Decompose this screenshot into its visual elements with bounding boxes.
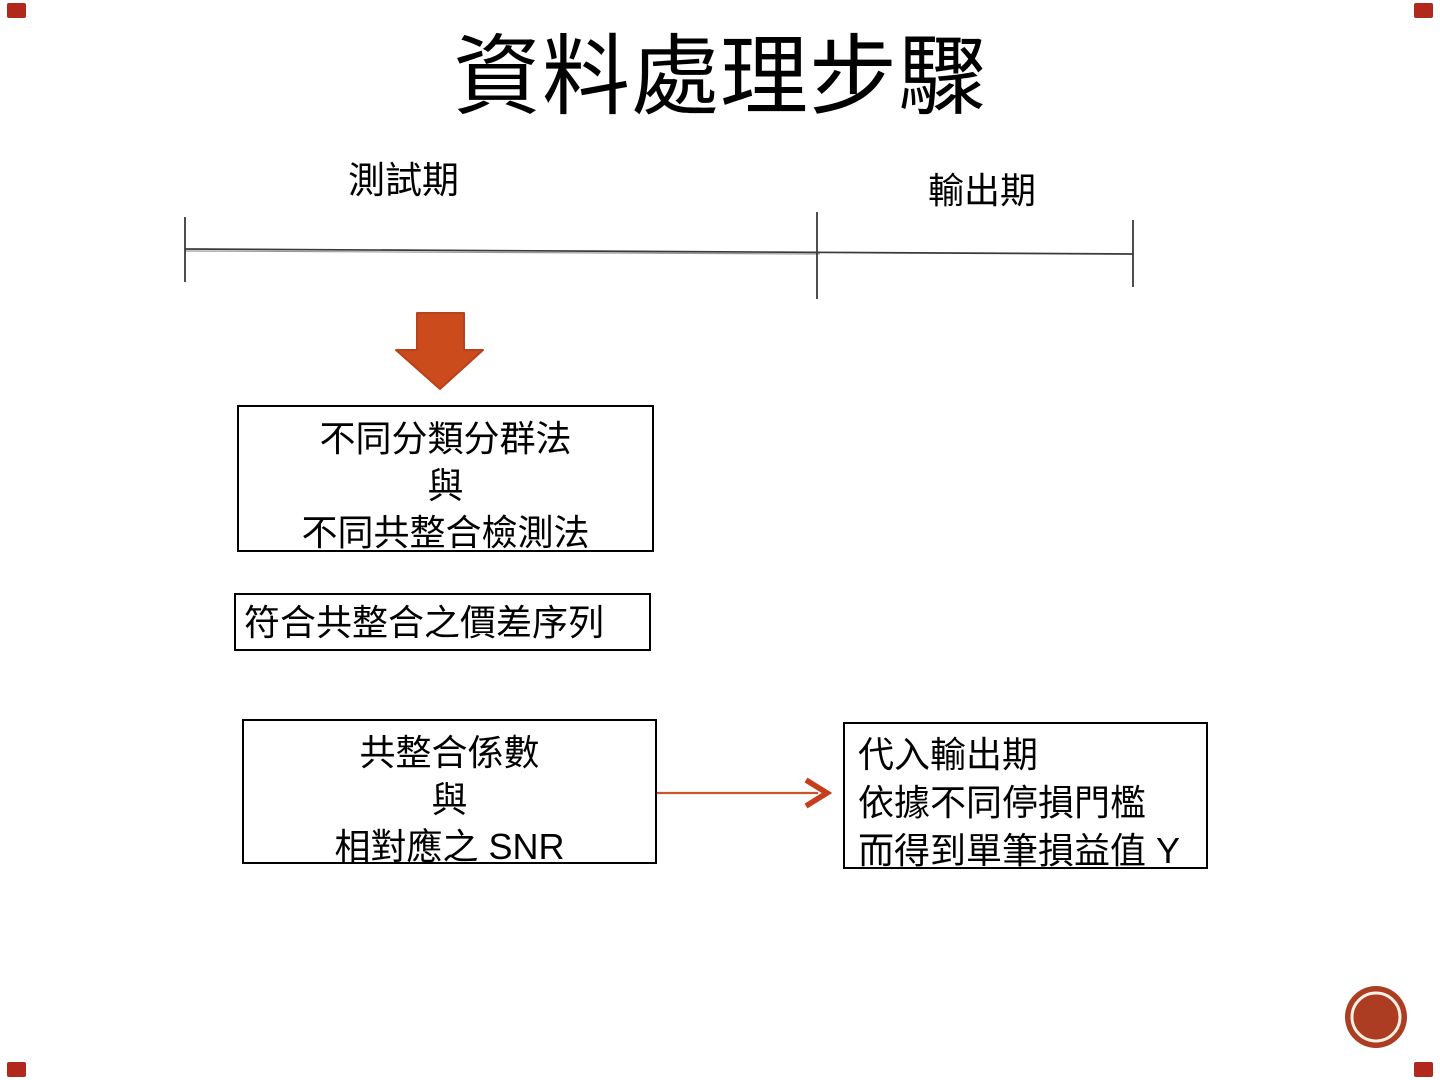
flow-connector (657, 777, 833, 809)
output-period-box-line-2: 依據不同停損門檻 (858, 782, 1147, 823)
coefficient-snr-box-line-2: 與 (431, 779, 468, 820)
badge-ring (1350, 991, 1402, 1043)
coefficient-snr-box: 共整合係數 與 相對應之 SNR (242, 719, 657, 867)
classification-box-line-2: 與 (427, 465, 464, 506)
corner-mark-bottom-left (7, 1062, 26, 1077)
slide-title: 資料處理步驟 (452, 30, 987, 127)
corner-mark-bottom-right (1414, 1062, 1433, 1077)
output-period-box-line-3: 而得到單筆損益值 Y (858, 830, 1181, 871)
timeline-label-test-period: 測試期 (348, 160, 459, 201)
corner-mark-top-right (1414, 3, 1433, 18)
badge-outer-circle (1345, 986, 1407, 1048)
timeline-label-output-period: 輸出期 (928, 170, 1037, 211)
classification-box: 不同分類分群法 與 不同共整合檢測法 (237, 405, 654, 553)
down-arrow-icon (395, 312, 484, 390)
coefficient-snr-box-line-3: 相對應之 SNR (334, 826, 565, 867)
right-arrow-icon (804, 777, 833, 809)
stamp-badge-icon (1345, 986, 1407, 1048)
classification-box-line-3: 不同共整合檢測法 (301, 512, 590, 553)
spread-series-box-line-1: 符合共整合之價差序列 (244, 601, 605, 643)
timeline-axis (184, 212, 1134, 299)
spread-series-box: 符合共整合之價差序列 (234, 593, 651, 651)
output-period-box: 代入輸出期 依據不同停損門檻 而得到單筆損益值 Y (843, 722, 1208, 871)
timeline-line (184, 248, 1134, 255)
timeline-line-light (184, 250, 821, 255)
corner-mark-top-left (7, 3, 26, 18)
classification-box-line-1: 不同分類分群法 (319, 418, 572, 459)
output-period-box-line-1: 代入輸出期 (858, 734, 1039, 775)
coefficient-snr-box-line-1: 共整合係數 (359, 732, 540, 773)
